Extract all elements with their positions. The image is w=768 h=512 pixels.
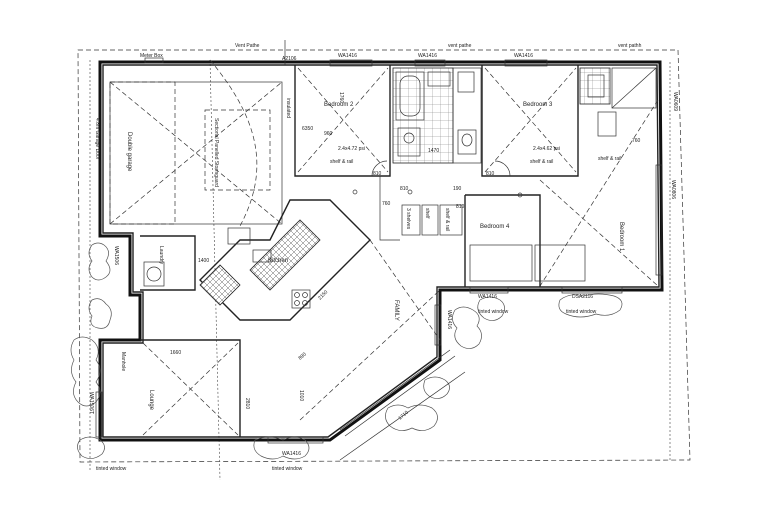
bedroom2-label: Bedroom 2 — [324, 102, 354, 108]
wall-note-label: insulated — [285, 98, 291, 118]
hatch-label: Manhole — [120, 352, 126, 371]
tinted-window-bottom-label: tinted window — [272, 466, 303, 472]
window-wa1506t: WA1506T — [88, 392, 94, 414]
bedroom-3: Bedroom 3 2.4x4.62 psi shelf & rail 810 — [481, 65, 579, 177]
shelf-rail-label-3: shelf & rail — [444, 208, 450, 231]
dim-1400: 1400 — [198, 258, 209, 264]
tinted-window-left-label: tinted window — [96, 466, 127, 472]
dim-2810: 2810 — [244, 398, 250, 409]
window-wa1416-top-left: WA1416 — [338, 53, 357, 59]
family-label: FAMILY — [393, 300, 399, 321]
dim-1010: 1010 — [298, 390, 304, 401]
lounge-label: Lounge — [148, 390, 154, 411]
psi-label-1: 2.4x4.72 psi — [338, 146, 365, 152]
shelf-rail-label-1: shelf & rail — [330, 159, 353, 165]
dim-890: 890 — [297, 351, 307, 361]
vent-left-label: Vent Pathe — [235, 43, 260, 49]
bedroom-1: Bedroom 1 WA0806 — [539, 99, 676, 287]
window-wa1416-top-right: WA1416 — [514, 53, 533, 59]
shelf-rail-label-4: shelf & rail — [598, 156, 621, 162]
garage-door-label: 4.8m Garage Door — [94, 118, 100, 160]
window-wa1506: WA1506 — [113, 246, 119, 265]
shelf-label: shelf — [424, 208, 430, 219]
dim-810a: 810 — [373, 171, 382, 177]
lounge: Lounge 1660 2810 Manhole WA1506T tinted … — [88, 339, 324, 472]
dim-190: 190 — [453, 186, 462, 192]
kitchen: Kitchen 2150 1400 — [198, 199, 371, 321]
dim-760a: 760 — [632, 138, 641, 144]
tinted-window-mid-label: tinted window — [478, 309, 509, 315]
bedroom-2: Bedroom 2 2.4x4.72 psi shelf & rail 1760… — [285, 65, 391, 177]
garage: Double garage Sectional Panelled Stormgu… — [94, 40, 297, 227]
dim-810b: 810 — [486, 171, 495, 177]
window-dsa2116: DSA2116 — [572, 294, 593, 300]
dim-960: 960 — [324, 131, 333, 137]
property-boundary — [77, 49, 691, 463]
hallway-closets: 3 shelves shelf shelf & rail 760 810 810 — [352, 176, 523, 241]
window-wa1416-top-center: WA1416 — [418, 53, 437, 59]
shelf-rail-label-2: shelf & rail — [530, 159, 553, 165]
meter-box-label: Meter Box — [140, 53, 163, 59]
garage-note-label: Sectional Panelled Stormguard — [213, 118, 219, 187]
vent-right-label: vent pathh — [618, 43, 642, 49]
psi-label-2: 2.4x4.62 psi — [533, 146, 560, 152]
shelves-label: 3 shelves — [405, 208, 411, 230]
laundry: Laundry WA1506 — [113, 235, 196, 291]
window-wa1416-bottom: WA1416 — [282, 451, 301, 457]
dim-1760: 1760 — [338, 92, 344, 103]
tinted-window-right-label: tinted window — [566, 309, 597, 315]
top-windows: WA1416 WA1416 WA1416 — [329, 53, 548, 67]
vent-center-label: vent pathe — [448, 43, 472, 49]
bedroom1-label: Bedroom 1 — [618, 222, 624, 252]
dim-6350: 6350 — [302, 126, 313, 132]
dim-810c: 810 — [456, 204, 465, 210]
dim-1660: 1660 — [170, 350, 181, 356]
window-wa0806: WA0806 — [670, 180, 676, 199]
laundry-label: Laundry — [158, 246, 164, 265]
garage-label: Double garage — [126, 132, 132, 172]
dim-760b: 760 — [382, 201, 391, 207]
window-a2106-label: A2106 — [282, 56, 297, 62]
dim-1470: 1470 — [428, 148, 439, 154]
kitchen-label: Kitchen — [268, 258, 288, 264]
bedroom4-label: Bedroom 4 — [480, 224, 510, 230]
family-room: FAMILY 890 1010 1710 WA1416 — [297, 239, 456, 437]
bathroom: 1470 190 — [392, 67, 482, 192]
bedroom3-label: Bedroom 3 — [523, 102, 553, 108]
window-wa0609: WA0609 — [672, 92, 678, 111]
window-wa1416-family: WA1416 — [446, 310, 452, 329]
ensuite: shelf & rail 760 WA0609 — [579, 67, 678, 162]
dimension-line-diagonal — [339, 371, 466, 461]
dim-810d: 810 — [400, 186, 409, 192]
dim-1710: 1710 — [397, 410, 410, 422]
landscaping — [70, 242, 623, 460]
